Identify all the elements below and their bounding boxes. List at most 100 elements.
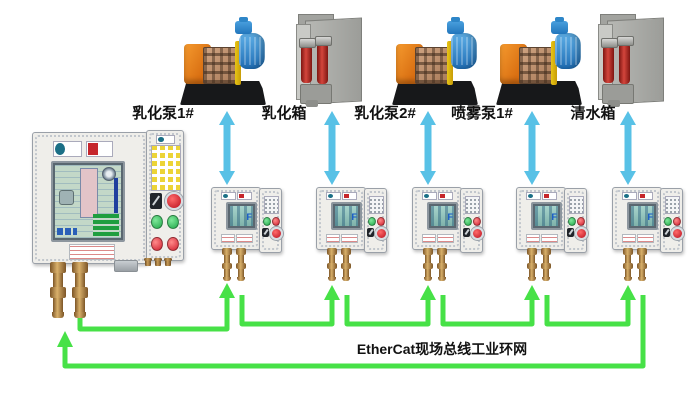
- clean-water-tank-photo: [594, 14, 664, 107]
- main-controller-door: [32, 132, 148, 264]
- link-pump3: [524, 111, 540, 185]
- pump-base: [180, 81, 266, 105]
- pump-motor: [239, 33, 265, 69]
- cable-gland: [341, 248, 351, 281]
- screen-tank-graphic: [58, 189, 75, 205]
- keypad: [151, 145, 181, 191]
- cable-gland: [623, 248, 633, 281]
- link-pump1: [219, 111, 235, 185]
- cable-gland: [50, 262, 66, 318]
- start-button: [263, 217, 271, 226]
- station-screen-content: F: [230, 206, 253, 226]
- bus-segment-4-to-5: [544, 295, 631, 327]
- station-screen: F: [226, 202, 257, 230]
- pump-belt-guard: [551, 41, 557, 85]
- station-screen-content: F: [631, 206, 654, 226]
- cable-gland: [637, 248, 647, 281]
- cable-gland-small: [154, 258, 162, 272]
- start-button: [464, 217, 472, 226]
- station-door: F: [211, 187, 261, 250]
- pump-fluid-end: [519, 47, 555, 84]
- main-controller: [30, 127, 184, 318]
- motor-junction-box: [235, 21, 252, 34]
- stop-button: [577, 217, 585, 226]
- keypad: [465, 196, 480, 214]
- station-panel: [259, 188, 283, 253]
- up-arrow-icon: [524, 285, 540, 300]
- bus-return-segment: [62, 295, 646, 369]
- emergency-stop-button: [575, 227, 588, 240]
- brand-plate: [526, 192, 541, 200]
- cable-gland: [527, 248, 537, 281]
- rating-nameplate: [341, 234, 358, 243]
- station-screen-content: F: [335, 206, 358, 226]
- station-door: F: [516, 187, 566, 250]
- station-door: F: [612, 187, 662, 250]
- screen-table-graphic: [80, 167, 98, 219]
- brand-plate: [422, 192, 437, 200]
- bus-segment-3-to-4: [440, 295, 535, 327]
- pump-motor: [451, 33, 477, 69]
- emergency-stop-button: [471, 227, 484, 240]
- station-controller-2: F: [316, 187, 388, 282]
- rating-nameplate: [526, 234, 540, 243]
- main-controller-panel: [146, 130, 184, 261]
- screen-gauge-graphic: [102, 167, 117, 182]
- brand-logo-icon: [158, 137, 165, 142]
- start-button: [167, 215, 179, 229]
- pump-belt-guard: [235, 41, 241, 85]
- stop-button: [151, 237, 163, 251]
- rating-nameplate: [236, 234, 253, 243]
- pump-base: [392, 81, 478, 105]
- rating-nameplate: [437, 234, 454, 243]
- cable-gland-small: [144, 258, 152, 272]
- cable-gland: [72, 262, 88, 318]
- emergency-stop-button: [270, 227, 283, 240]
- stop-button: [167, 237, 179, 251]
- emergency-stop-button: [671, 227, 684, 240]
- rotary-switch: [367, 228, 374, 237]
- stop-button: [673, 217, 681, 226]
- equipment-label: 乳化泵1#: [132, 105, 194, 122]
- emulsion-tank-photo: [292, 14, 362, 107]
- filter-cap: [601, 38, 618, 48]
- panel-logo-plate: [156, 135, 175, 144]
- bus-segment-main-to-1: [77, 297, 230, 332]
- station-controller-5: F: [612, 187, 684, 282]
- screen-status-grid: [92, 213, 120, 236]
- rating-nameplate: [422, 234, 436, 243]
- tank-foot: [608, 100, 620, 107]
- brand-plate: [86, 141, 113, 157]
- station-panel: [364, 188, 388, 253]
- ethercat-ring-bus: [57, 283, 646, 369]
- emulsion-pump-1-photo: [179, 17, 267, 105]
- network-label: EtherCat现场总线工业环网: [356, 341, 528, 357]
- screen-button-row: [56, 227, 77, 236]
- emulsion-pump-2-photo: [391, 17, 479, 105]
- rating-nameplate: [622, 234, 636, 243]
- pump-fluid-end: [415, 47, 451, 84]
- brand-plate: [237, 192, 252, 200]
- rating-nameplate: [637, 234, 654, 243]
- brand-plate: [342, 192, 357, 200]
- start-button: [664, 217, 672, 226]
- screen-glyph: F: [647, 212, 654, 222]
- station-controller-4: F: [516, 187, 588, 282]
- brand-plate: [542, 192, 557, 200]
- start-button: [368, 217, 376, 226]
- cable-gland: [327, 248, 337, 281]
- brand-plate: [221, 192, 236, 200]
- station-panel: [660, 188, 684, 253]
- station-screen-content: F: [431, 206, 454, 226]
- rotary-switch: [150, 193, 162, 209]
- station-screen-content: F: [535, 206, 558, 226]
- brand-plate: [638, 192, 653, 200]
- keypad: [569, 196, 584, 214]
- motor-fins: [451, 37, 477, 65]
- stop-button: [272, 217, 280, 226]
- station-controller-3: F: [412, 187, 484, 282]
- rotary-switch: [663, 228, 670, 237]
- motor-junction-cap: [239, 17, 248, 22]
- filter-cylinder: [299, 38, 316, 83]
